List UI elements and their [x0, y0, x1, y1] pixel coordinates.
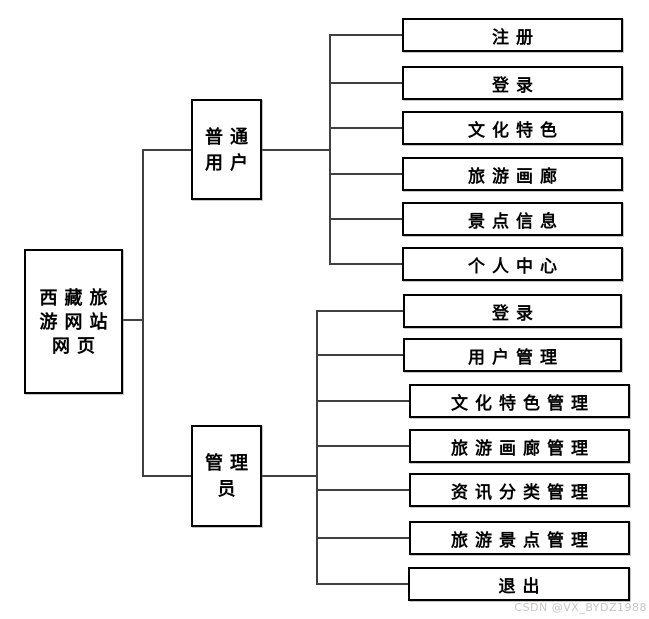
node-root: 西藏旅 游网站 网页	[24, 249, 123, 394]
node-register: 注册	[402, 18, 623, 52]
connector-to-tour-spot-management	[316, 537, 409, 539]
connector-to-tour-gallery-management	[316, 445, 409, 447]
node-culture-feature-management: 文化特色管理	[409, 384, 630, 418]
connector-to-register	[329, 34, 402, 36]
node-root-line: 西藏旅	[39, 287, 115, 308]
node-login-user: 登录	[402, 66, 623, 100]
connector-root-to-trunk	[123, 319, 144, 321]
node-login-admin: 登录	[403, 294, 622, 328]
connector-to-tour-gallery	[329, 173, 402, 175]
node-tour-gallery-management: 旅游画廊管理	[409, 429, 630, 463]
node-normal-user-line: 用户	[205, 152, 255, 173]
node-user-management: 用户管理	[403, 338, 622, 372]
node-tour-gallery: 旅游画廊	[402, 157, 623, 191]
trunk-level1	[142, 149, 144, 477]
node-personal-center: 个人中心	[402, 247, 623, 281]
trunk-normal-user	[329, 34, 331, 265]
connector-normal-user-to-trunk	[262, 149, 331, 151]
connector-to-login-admin	[316, 310, 403, 312]
connector-to-personal-center	[329, 263, 402, 265]
connector-admin-to-trunk	[262, 475, 318, 477]
connector-to-culture-feature	[329, 127, 402, 129]
node-normal-user-line: 普通	[205, 126, 255, 147]
node-info-category-management: 资讯分类管理	[409, 473, 630, 507]
node-admin-line: 员	[217, 479, 243, 499]
node-culture-feature: 文化特色	[402, 111, 623, 145]
connector-trunk-to-normal-user	[142, 149, 191, 151]
node-admin-line: 管理	[205, 453, 255, 473]
node-root-line: 游网站	[39, 311, 115, 332]
connector-to-spot-info	[329, 218, 402, 220]
connector-to-login-user	[329, 82, 402, 84]
node-tour-spot-management: 旅游景点管理	[409, 521, 630, 555]
node-logout: 退出	[408, 567, 630, 601]
connector-trunk-to-admin	[142, 475, 191, 477]
node-root-line: 网页	[52, 335, 102, 356]
node-spot-info: 景点信息	[402, 202, 623, 236]
node-admin: 管理 员	[191, 425, 262, 527]
csdn-watermark: CSDN @VX_BYDZ1988	[514, 601, 647, 614]
connector-to-culture-feature-management	[316, 400, 409, 402]
node-normal-user: 普通 用户	[191, 99, 262, 200]
trunk-admin	[316, 310, 318, 585]
connector-to-logout	[316, 583, 408, 585]
connector-to-info-category-management	[316, 489, 409, 491]
connector-to-user-management	[316, 354, 403, 356]
